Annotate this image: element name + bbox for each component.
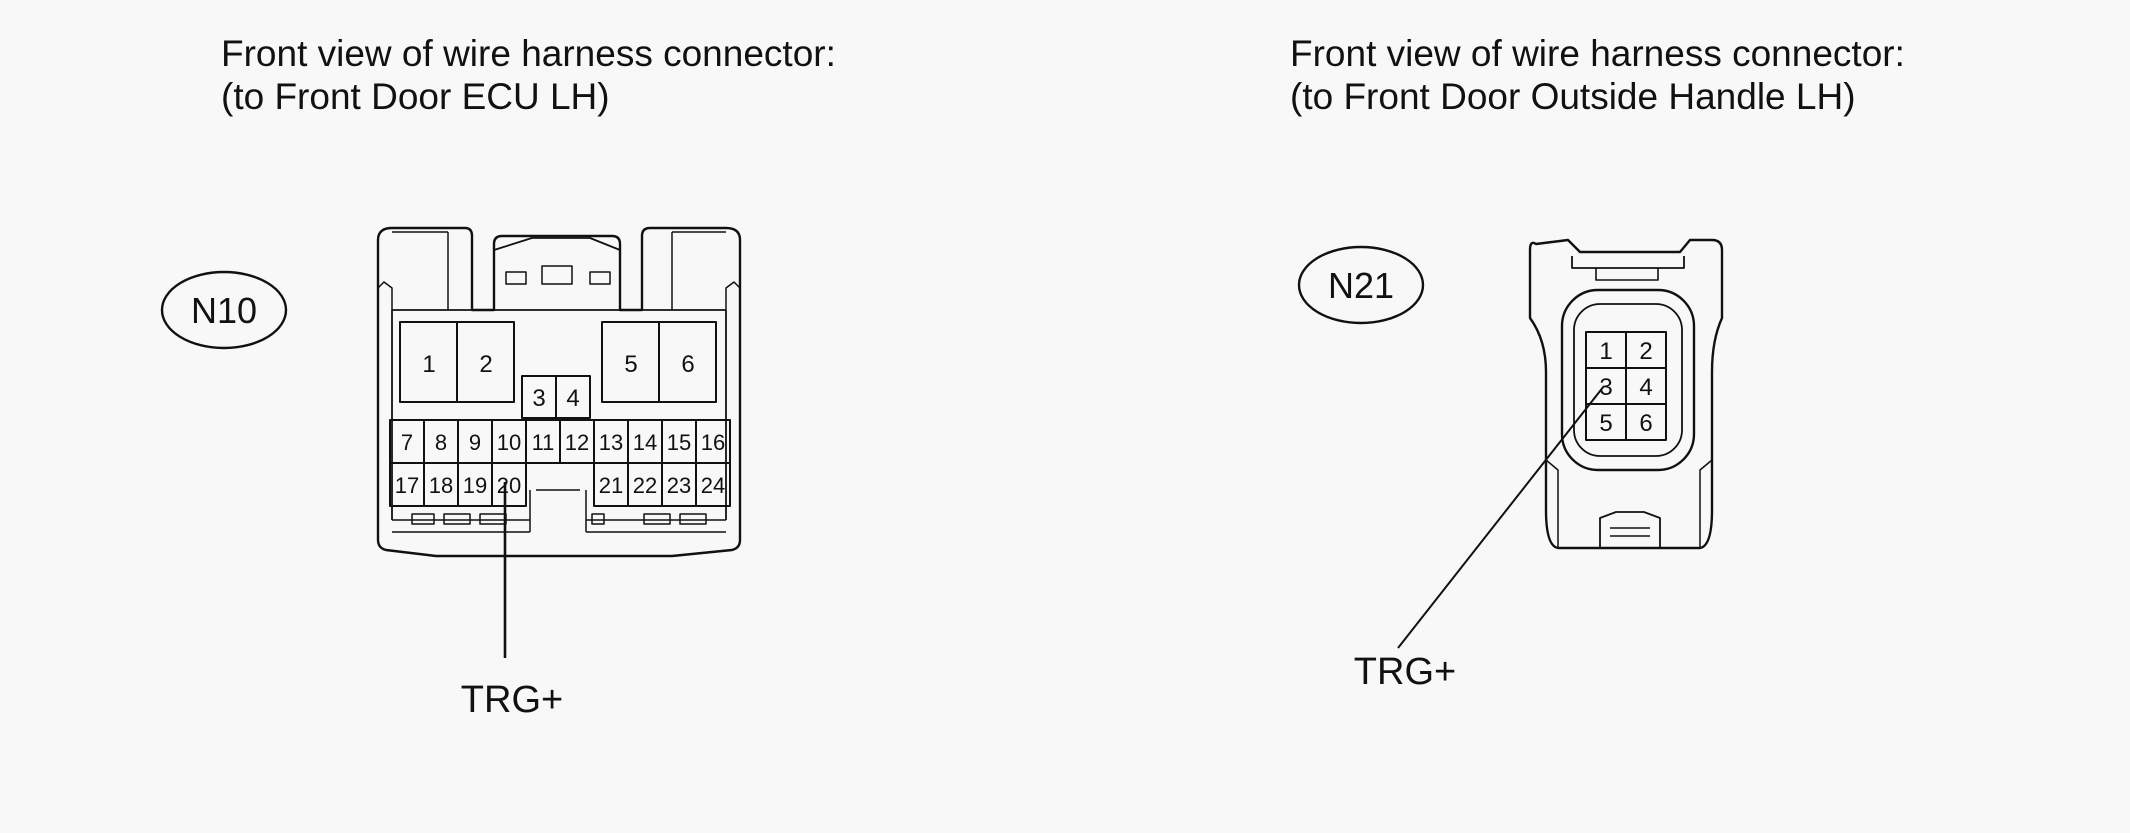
- pin-label: 5: [624, 351, 637, 378]
- pin-label: 14: [633, 430, 657, 455]
- connector-id-n21: N21: [1328, 265, 1394, 306]
- right-heading: Front view of wire harness connector: (t…: [1290, 32, 1905, 118]
- callout-label-n10: TRG+: [461, 679, 563, 721]
- pin-label: 4: [566, 385, 579, 412]
- n21-pin-numbers: 1 2 3 4 5 6: [1599, 338, 1652, 437]
- pin-label: 12: [565, 430, 589, 455]
- pin-label: 23: [667, 473, 691, 498]
- pin-label: 11: [532, 430, 555, 455]
- right-heading-line2: (to Front Door Outside Handle LH): [1290, 76, 1856, 117]
- connector-id-oval-n10: [160, 270, 288, 350]
- pin-label: 6: [1639, 410, 1652, 437]
- pin-label: 13: [599, 430, 623, 455]
- pin-label: 1: [1599, 338, 1612, 365]
- pin-label: 2: [479, 351, 492, 378]
- connector-n10-cavities: [389, 321, 731, 507]
- pin-label: 17: [395, 473, 419, 498]
- pin-label: 3: [532, 385, 545, 412]
- callout-label-n21: TRG+: [1354, 651, 1456, 693]
- connector-n21-cavities: [1585, 331, 1667, 441]
- left-heading: Front view of wire harness connector: (t…: [221, 32, 836, 118]
- pin-label: 15: [667, 430, 691, 455]
- pin-label: 22: [633, 473, 657, 498]
- pin-label: 18: [429, 473, 453, 498]
- pin-label: 9: [469, 430, 481, 455]
- pin-label: 7: [401, 430, 413, 455]
- pin-label: 1: [422, 351, 435, 378]
- pin-label: 2: [1639, 338, 1652, 365]
- pin-label: 16: [701, 430, 725, 455]
- n10-pin-numbers-small: 7 8 9 10 11 12 13 14 15 16 17 18 19 20 2…: [395, 430, 725, 498]
- pin-label: 4: [1639, 374, 1652, 401]
- n10-pin-numbers: 1 2 3 4 5 6: [422, 351, 694, 412]
- pin-label: 20: [497, 473, 521, 498]
- connector-n21-housing: [1528, 238, 1724, 550]
- pin-label: 10: [497, 430, 521, 455]
- left-heading-line1: Front view of wire harness connector:: [221, 33, 836, 74]
- right-heading-line1: Front view of wire harness connector:: [1290, 33, 1905, 74]
- pin-label: 21: [599, 473, 623, 498]
- pin-label: 3: [1599, 374, 1612, 401]
- pin-label: 6: [681, 351, 694, 378]
- pin-label: 24: [701, 473, 725, 498]
- connector-id-oval-n21: [1297, 245, 1425, 325]
- pin-label: 19: [463, 473, 487, 498]
- connector-id-n10: N10: [191, 290, 257, 331]
- callout-leader-n21: [1397, 385, 1605, 649]
- pin-label: 5: [1599, 410, 1612, 437]
- pin-label: 8: [435, 430, 447, 455]
- left-heading-line2: (to Front Door ECU LH): [221, 76, 610, 117]
- connector-n10-housing: [376, 226, 742, 558]
